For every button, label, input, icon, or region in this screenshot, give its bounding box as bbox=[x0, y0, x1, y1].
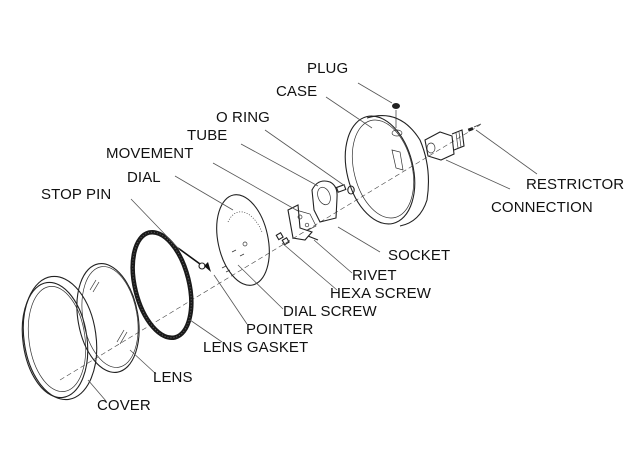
movement-part bbox=[287, 204, 319, 241]
label-socket: SOCKET bbox=[388, 247, 451, 264]
label-cover: COVER bbox=[97, 397, 151, 414]
label-pointer: POINTER bbox=[246, 321, 314, 338]
label-movement: MOVEMENT bbox=[106, 145, 194, 162]
label-tube: TUBE bbox=[187, 127, 228, 144]
label-stop-pin: STOP PIN bbox=[41, 186, 112, 203]
connection-part bbox=[424, 129, 465, 161]
label-rivet: RIVET bbox=[352, 267, 397, 284]
o-ring-part bbox=[347, 185, 355, 195]
label-plug: PLUG bbox=[307, 60, 349, 77]
hexa-screw-part bbox=[275, 232, 290, 246]
plug-part bbox=[392, 103, 400, 128]
label-dial-screw: DIAL SCREW bbox=[283, 303, 377, 320]
label-lens: LENS bbox=[153, 369, 193, 386]
lens-gasket-part bbox=[130, 229, 194, 341]
label-o-ring: O RING bbox=[216, 109, 270, 126]
label-connection: CONNECTION bbox=[491, 199, 593, 216]
socket-part bbox=[311, 180, 347, 223]
lens-part bbox=[76, 263, 140, 373]
restrictor-part bbox=[467, 123, 482, 132]
assembly-axis bbox=[59, 124, 481, 381]
label-lens-gasket: LENS GASKET bbox=[203, 339, 309, 356]
leader-lines bbox=[87, 82, 538, 402]
dial-part bbox=[216, 194, 270, 286]
label-hexa-screw: HEXA SCREW bbox=[330, 285, 432, 302]
case-part bbox=[344, 115, 429, 227]
label-dial: DIAL bbox=[127, 169, 161, 186]
pointer-part bbox=[177, 247, 211, 272]
label-case: CASE bbox=[276, 83, 318, 100]
label-restrictor: RESTRICTOR bbox=[526, 176, 625, 193]
cover-part bbox=[21, 275, 98, 401]
